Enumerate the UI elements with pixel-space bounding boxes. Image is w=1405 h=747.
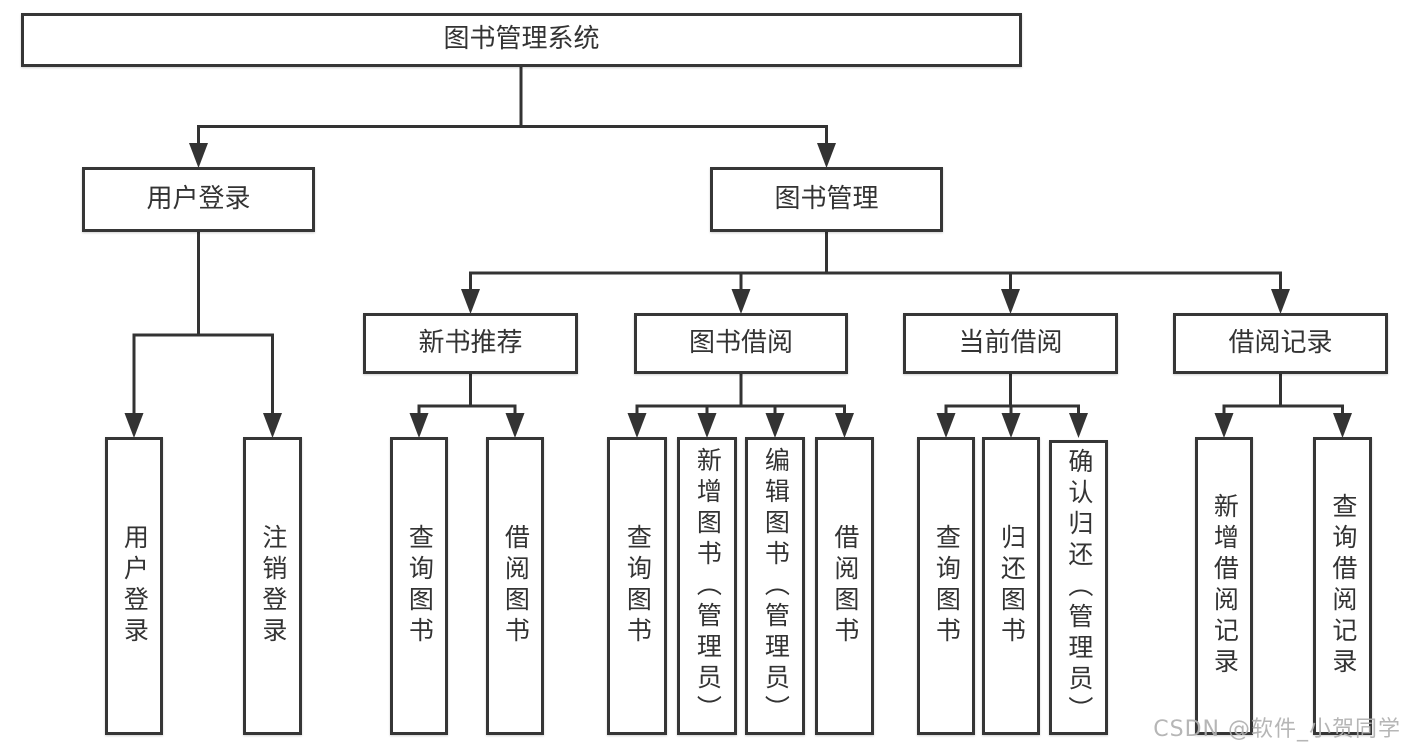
node-book-borrowing: 图书借阅 <box>634 313 848 374</box>
node-leaf-confirm-return-admin: 确认归还（管理员） <box>1049 440 1108 735</box>
node-leaf-query-borrow-record: 查询借阅记录 <box>1313 437 1372 735</box>
node-leaf-user-login: 用户登录 <box>105 437 163 735</box>
node-new-book-recommendation: 新书推荐 <box>363 313 578 374</box>
node-leaf-edit-book-admin: 编辑图书（管理员） <box>745 437 805 735</box>
node-leaf-borrow-books-recommend: 借阅图书 <box>486 437 544 735</box>
node-leaf-logout: 注销登录 <box>243 437 302 735</box>
node-current-borrowing: 当前借阅 <box>903 313 1118 374</box>
node-book-management: 图书管理 <box>710 167 943 232</box>
node-borrowing-records: 借阅记录 <box>1173 313 1388 374</box>
node-library-management-system: 图书管理系统 <box>21 13 1022 67</box>
node-leaf-add-book-admin: 新增图书（管理员） <box>677 437 737 735</box>
node-leaf-query-books-recommend: 查询图书 <box>390 437 448 735</box>
node-leaf-return-book: 归还图书 <box>982 437 1040 735</box>
node-leaf-borrow-books: 借阅图书 <box>815 437 874 735</box>
csdn-watermark: CSDN @软件_小贺同学 <box>1153 717 1401 742</box>
node-leaf-query-books-current: 查询图书 <box>917 437 975 735</box>
node-leaf-add-borrow-record: 新增借阅记录 <box>1195 437 1253 735</box>
node-leaf-query-books-borrow: 查询图书 <box>607 437 667 735</box>
node-user-login: 用户登录 <box>82 167 315 232</box>
